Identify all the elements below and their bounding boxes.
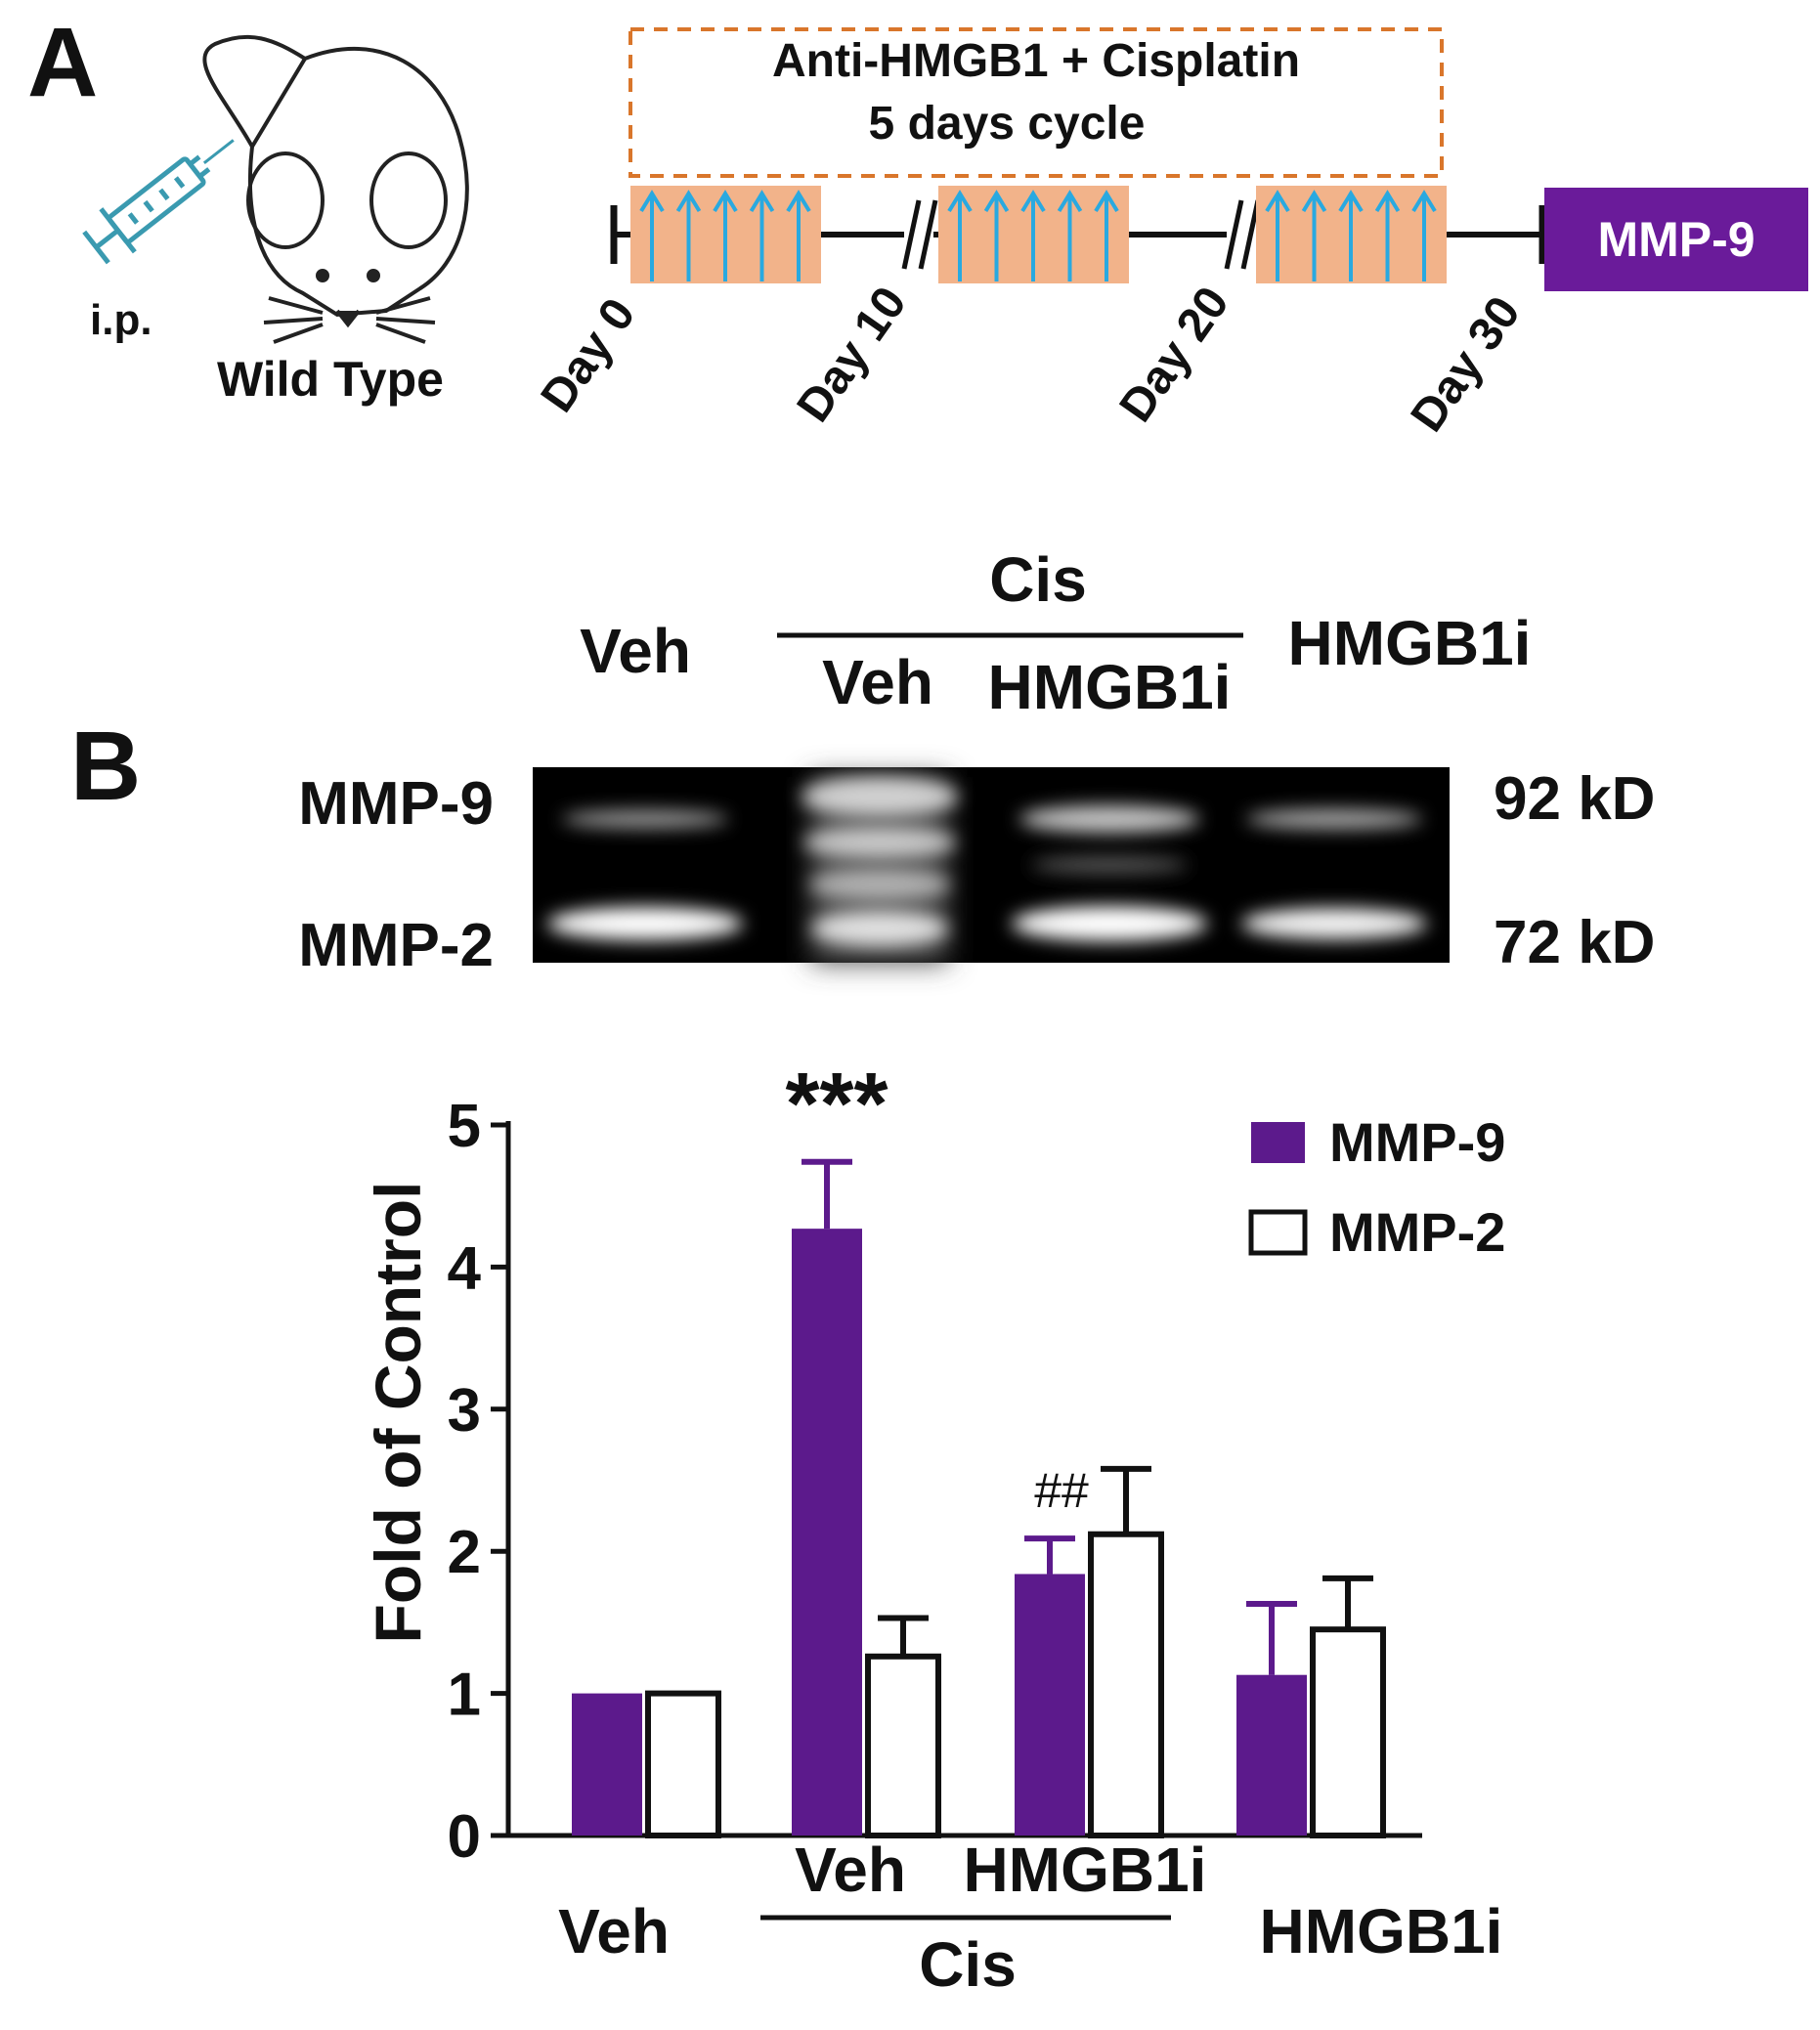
dose-arrow-icon [983, 190, 1010, 281]
gel-band-label-mmp2: MMP-2 [298, 912, 494, 979]
day-label-10: Day 10 [788, 278, 917, 431]
x-label-cis-hmgb1i: HMGB1i [964, 1835, 1207, 1905]
dose-arrow-icon [675, 190, 702, 281]
y-tick-label: 1 [448, 1662, 481, 1729]
gel-header-veh: Veh [580, 616, 691, 686]
legend-swatch-mmp-2 [1248, 1209, 1308, 1256]
timeline-break-2 [1224, 199, 1261, 270]
route-label: i.p. [90, 296, 152, 344]
significance-marks: *** ## [785, 1056, 1089, 1518]
gel-sub-veh: Veh [822, 647, 933, 717]
y-tick-label: 4 [448, 1234, 482, 1302]
y-tick-label: 3 [448, 1377, 481, 1445]
panel-a-label: A [27, 8, 98, 117]
x-label-cis-veh: Veh [795, 1835, 906, 1905]
dose-cycle-3 [1256, 186, 1447, 283]
dose-arrow-icon [713, 190, 738, 281]
day-label-30: Day 30 [1402, 287, 1531, 441]
syringe-icon [82, 139, 235, 265]
dose-arrow-icon [1411, 190, 1437, 281]
dose-cycle-1 [630, 186, 821, 283]
bar-mmp-2-3 [1088, 1531, 1164, 1838]
treatment-title: Anti-HMGB1 + Cisplatin [772, 35, 1300, 87]
x-label-veh: Veh [558, 1896, 670, 1966]
y-tick-label: 0 [448, 1803, 481, 1871]
dose-arrow-icon [1338, 190, 1364, 281]
y-tick-label: 5 [448, 1093, 481, 1160]
legend-swatch-mmp-9 [1251, 1122, 1305, 1163]
mouse-label: Wild Type [217, 352, 444, 407]
legend-label-mmp-2: MMP-2 [1329, 1201, 1505, 1263]
dose-arrow-icon [1374, 190, 1401, 281]
mouse-icon [202, 34, 469, 344]
dose-arrow-icon [947, 190, 973, 281]
treatment-dashed-box [628, 27, 1444, 178]
dose-cycle-2 [938, 186, 1129, 283]
day-label-20: Day 20 [1110, 278, 1239, 431]
y-tick-label: 2 [448, 1519, 481, 1586]
bar-mmp-9-3 [1015, 1574, 1085, 1836]
legend-label-mmp-9: MMP-9 [1329, 1111, 1505, 1173]
significance-hash: ## [1034, 1463, 1089, 1518]
timeline [610, 186, 1546, 283]
dose-arrow-icon [1265, 190, 1290, 281]
bar-mmp-2-1 [645, 1690, 721, 1838]
panel-b-label: B [70, 712, 141, 821]
treatment-cycle: 5 days cycle [869, 98, 1146, 150]
x-label-hmgb1i: HMGB1i [1260, 1896, 1503, 1966]
gel-band-label-mmp9: MMP-9 [298, 770, 494, 838]
endpoint-label: MMP-9 [1597, 212, 1755, 267]
bar-mmp-9-4 [1236, 1674, 1307, 1836]
x-label-cis: Cis [919, 1929, 1017, 2000]
gel-size-92kd: 92 kD [1494, 765, 1655, 833]
gel-size-72kd: 72 kD [1494, 909, 1655, 976]
significance-stars: *** [785, 1056, 888, 1153]
dose-arrow-icon [749, 190, 775, 281]
bar-mmp-2-2 [865, 1653, 941, 1839]
dose-arrow-icon [1057, 190, 1083, 281]
day-label-0: Day 0 [532, 289, 646, 421]
timeline-break-1 [901, 199, 938, 270]
bar-mmp-9-2 [792, 1229, 862, 1836]
gel-header-hmgb1i: HMGB1i [1288, 608, 1532, 678]
bar-mmp-9-1 [572, 1693, 642, 1836]
dose-arrow-icon [1094, 190, 1119, 281]
dose-arrow-icon [639, 190, 665, 281]
dose-arrow-icon [1020, 190, 1046, 281]
bar-mmp-2-4 [1310, 1626, 1386, 1839]
gel-header-cis: Cis [989, 544, 1087, 615]
endpoint-box [1544, 188, 1808, 291]
y-axis-title: Fold of Control [362, 1182, 434, 1644]
zymography-gel-image [533, 767, 1450, 963]
dose-arrow-icon [786, 190, 811, 281]
dose-arrow-icon [1301, 190, 1327, 281]
gel-sub-hmgb1i: HMGB1i [988, 652, 1232, 722]
